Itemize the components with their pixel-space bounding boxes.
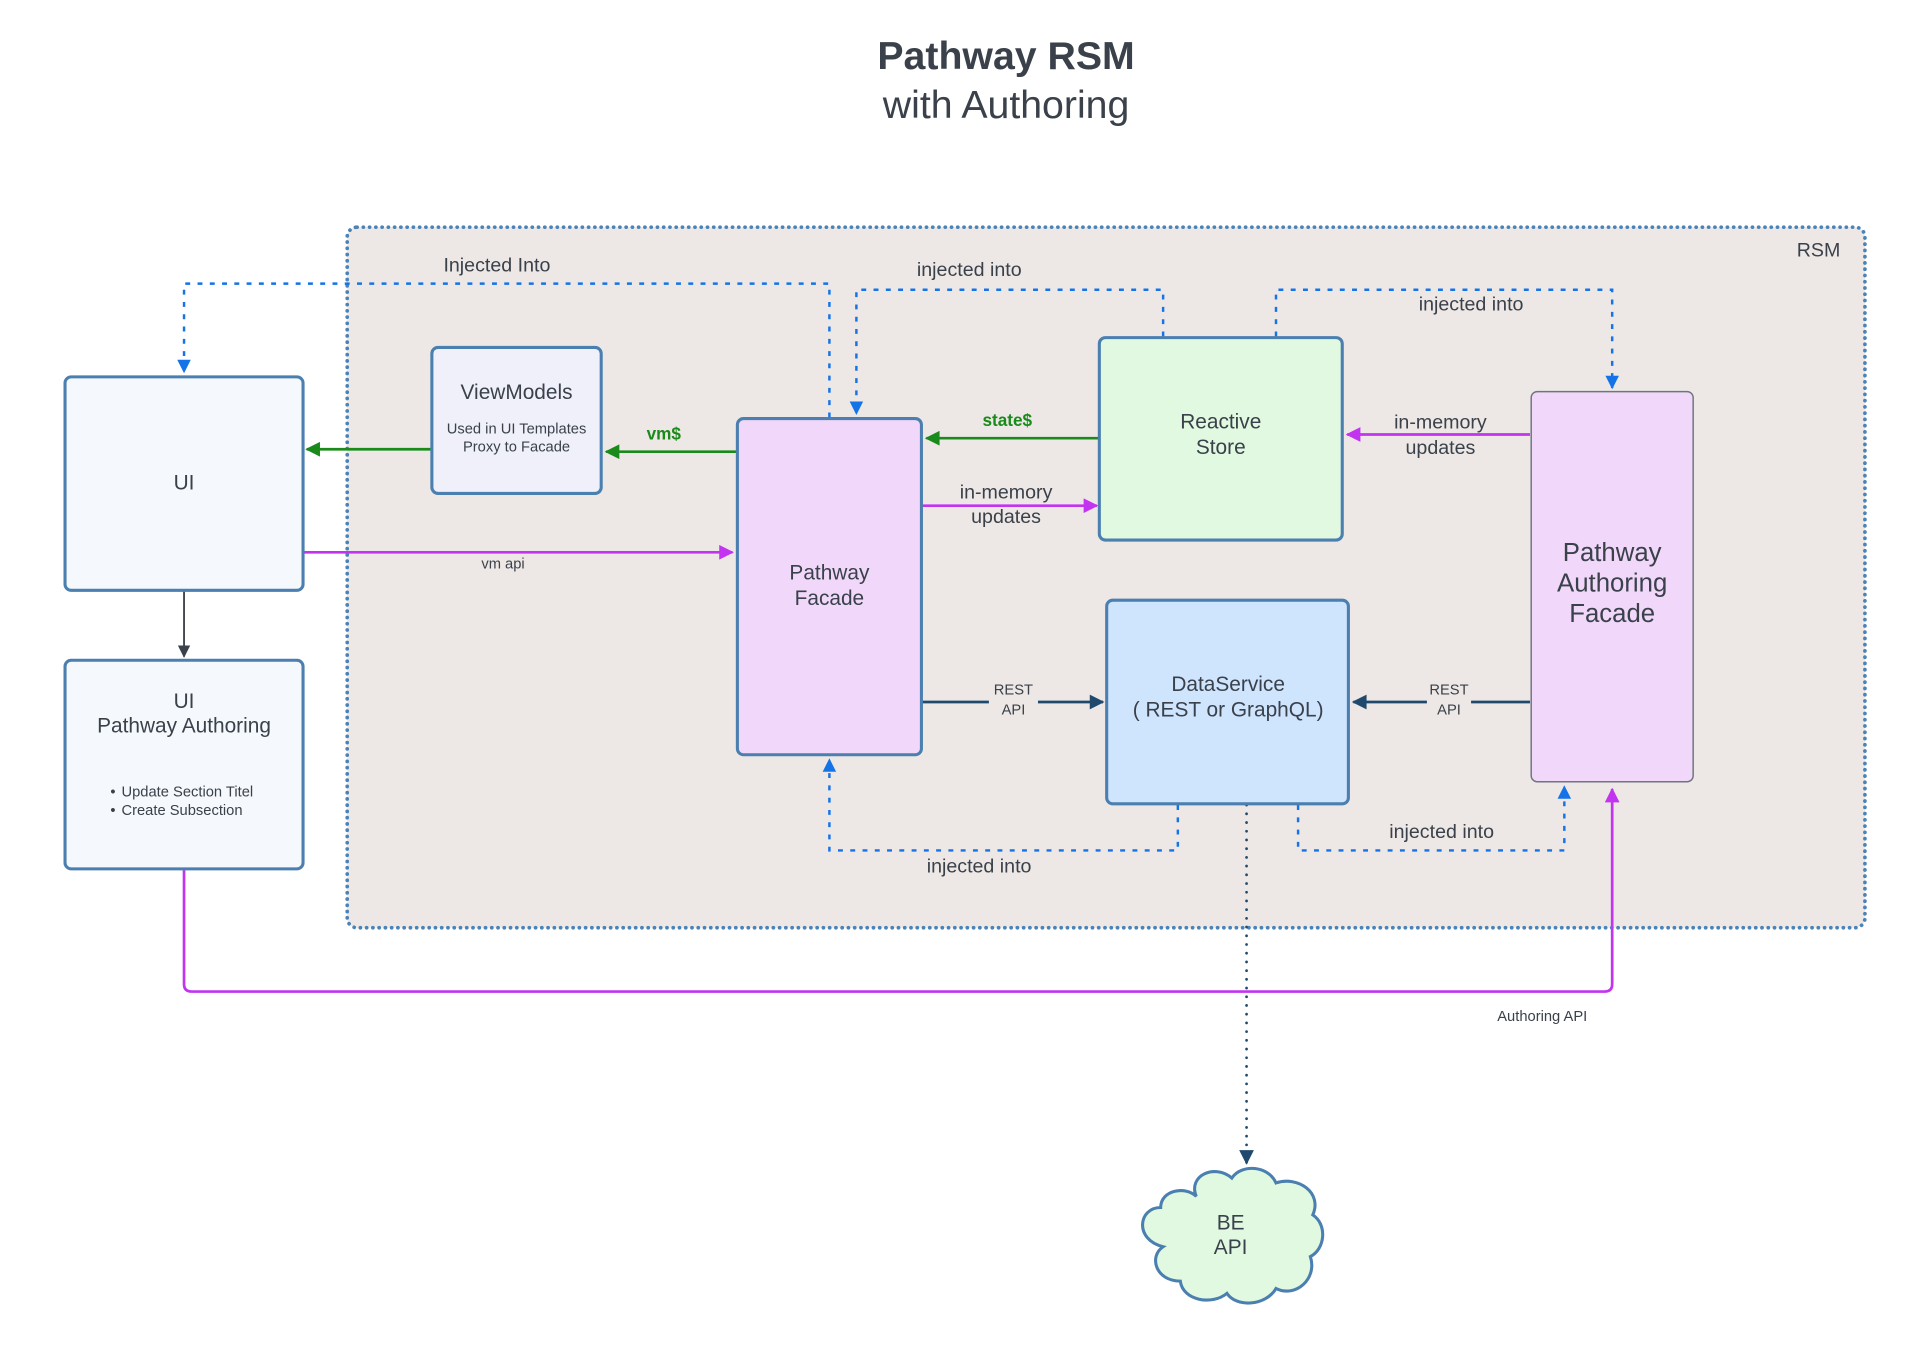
bullet-dot: • (110, 784, 115, 800)
diagram-subtitle: with Authoring (882, 83, 1130, 127)
node-ui-authoring-line2: Pathway Authoring (97, 715, 271, 738)
node-pathway-facade-line2: Facade (795, 587, 865, 610)
node-viewmodels-desc-1: Used in UI Templates (447, 421, 587, 437)
edge-injected-into-ui (177, 282, 831, 418)
node-reactive-store-line2: Store (1196, 436, 1246, 459)
edge-label-injected-into-authoring-bottom: injected into (1389, 821, 1494, 843)
node-pathway-facade-line1: Pathway (789, 561, 870, 584)
node-reactive-store-line1: Reactive (1180, 410, 1261, 433)
edge-label-rest-api-left-2: API (1002, 702, 1026, 718)
edge-label-injected-into-ui: Injected Into (443, 254, 550, 276)
node-ui-pathway-authoring[interactable]: UI Pathway Authoring • Update Section Ti… (63, 658, 305, 871)
edge-label-rest-api-right-2: API (1437, 702, 1461, 718)
node-authoring-facade-line3: Facade (1569, 600, 1655, 628)
node-ui-authoring-bullet-1: Update Section Titel (121, 784, 253, 800)
node-viewmodels-desc-2: Proxy to Facade (463, 440, 570, 456)
edge-label-vm-stream: vm$ (647, 423, 682, 443)
bullet-dot: • (110, 803, 115, 819)
node-be-api-line1: BE (1217, 1212, 1245, 1235)
node-pathway-facade[interactable]: Pathway Facade (735, 417, 923, 757)
edge-label-vm-api: vm api (481, 556, 524, 572)
node-dataservice-line1: DataService (1171, 673, 1285, 696)
edge-label-in-memory-to-store-1: in-memory (960, 481, 1053, 503)
edge-injected-into-authoring-top (1274, 288, 1619, 390)
edge-injected-into-facade-top (849, 288, 1165, 416)
node-dataservice[interactable]: DataService ( REST or GraphQL) (1105, 598, 1350, 806)
node-viewmodels[interactable]: ViewModels Used in UI Templates Proxy to… (430, 345, 603, 495)
node-viewmodels-label: ViewModels (461, 381, 573, 404)
node-ui-label: UI (174, 472, 195, 495)
edge-authoring-api (182, 787, 1620, 993)
node-be-api-line2: API (1214, 1236, 1248, 1259)
edge-label-in-memory-from-authoring-2: updates (1405, 437, 1475, 459)
edge-injected-into-authoring-bottom (1296, 785, 1572, 852)
rsm-container (345, 225, 1867, 930)
node-pathway-authoring-facade[interactable]: Pathway Authoring Facade (1530, 390, 1694, 783)
node-dataservice-line2: ( REST or GraphQL) (1133, 699, 1324, 722)
edge-label-authoring-api: Authoring API (1497, 1009, 1587, 1025)
edge-label-rest-api-left-1: REST (994, 683, 1033, 699)
edge-label-in-memory-from-authoring-1: in-memory (1394, 411, 1487, 433)
cloud-icon (1141, 1166, 1325, 1305)
rsm-label: RSM (1797, 240, 1841, 262)
node-reactive-store[interactable]: Reactive Store (1097, 336, 1344, 542)
edge-label-rest-api-right-1: REST (1429, 683, 1468, 699)
edge-label-in-memory-to-store-2: updates (971, 506, 1041, 528)
edge-label-injected-into-facade-top: injected into (917, 259, 1022, 281)
edge-label-injected-into-facade-bottom: injected into (927, 856, 1032, 878)
node-authoring-facade-line2: Authoring (1557, 570, 1667, 598)
node-ui[interactable]: UI (63, 375, 305, 592)
edge-label-injected-into-authoring-top: injected into (1419, 294, 1524, 316)
node-be-api-cloud[interactable]: BE API (1141, 1166, 1325, 1305)
edge-label-state-stream: state$ (983, 410, 1033, 430)
node-authoring-facade-line1: Pathway (1563, 539, 1662, 567)
node-ui-authoring-line1: UI (174, 690, 195, 713)
node-ui-authoring-bullet-2: Create Subsection (121, 803, 242, 819)
diagram-title: Pathway RSM (877, 34, 1134, 78)
